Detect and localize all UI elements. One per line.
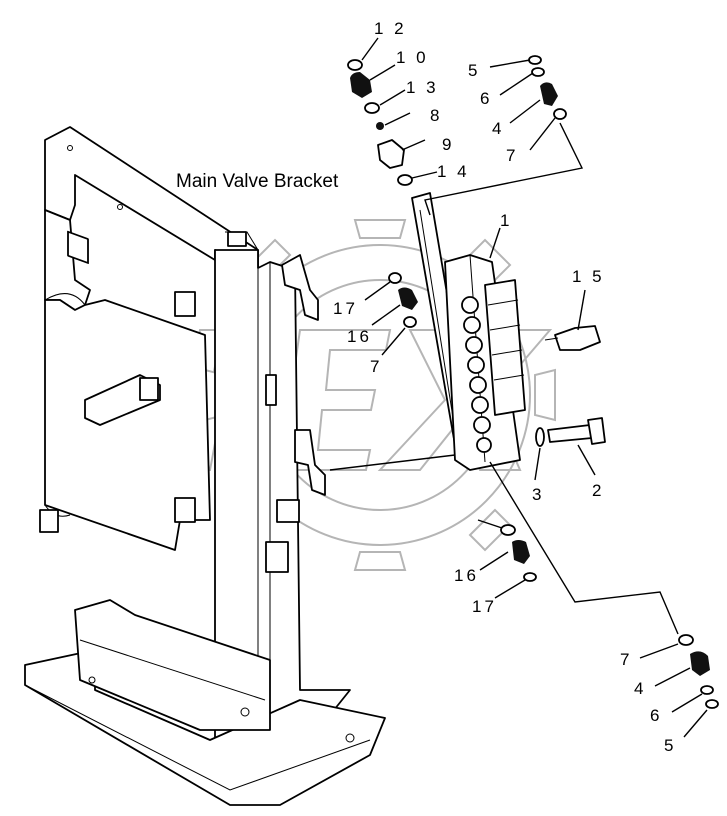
callout-5-top: 5 bbox=[468, 61, 480, 80]
diagram-title: Main Valve Bracket bbox=[176, 171, 339, 192]
leader-lines bbox=[329, 37, 708, 738]
callout-5-low: 5 bbox=[664, 736, 676, 755]
callout-3: 3 bbox=[532, 485, 544, 504]
callout-9: 9 bbox=[442, 135, 454, 154]
callout-6-low: 6 bbox=[650, 706, 662, 725]
callout-4-low: 4 bbox=[634, 679, 646, 698]
callout-7-low: 7 bbox=[620, 650, 632, 669]
callout-15: 1 5 bbox=[572, 267, 605, 286]
callout-7-mid: 7 bbox=[370, 357, 382, 376]
callout-13: 1 3 bbox=[406, 78, 439, 97]
callout-6-top: 6 bbox=[480, 89, 492, 108]
callout-7-top: 7 bbox=[506, 146, 518, 165]
main-valve-assembly bbox=[347, 55, 719, 709]
callout-17-low: 17 bbox=[472, 597, 497, 616]
top-fittings bbox=[347, 55, 567, 186]
callout-1: 1 bbox=[500, 211, 512, 230]
callout-2: 2 bbox=[592, 481, 604, 500]
valve-ports bbox=[461, 296, 492, 453]
callout-17-mid: 17 bbox=[333, 299, 358, 318]
callout-10: 1 0 bbox=[396, 48, 429, 67]
callout-14: 1 4 bbox=[437, 162, 470, 181]
callout-16-mid: 16 bbox=[347, 327, 372, 346]
bracket-frame bbox=[24, 126, 386, 806]
callout-4-top: 4 bbox=[492, 119, 504, 138]
callout-16-low: 16 bbox=[454, 566, 479, 585]
callout-8: 8 bbox=[430, 106, 442, 125]
callout-12: 1 2 bbox=[374, 19, 407, 38]
callout-labels: 1 2 1 0 1 3 8 9 1 4 5 6 4 7 1 1 5 17 16 … bbox=[333, 19, 676, 755]
